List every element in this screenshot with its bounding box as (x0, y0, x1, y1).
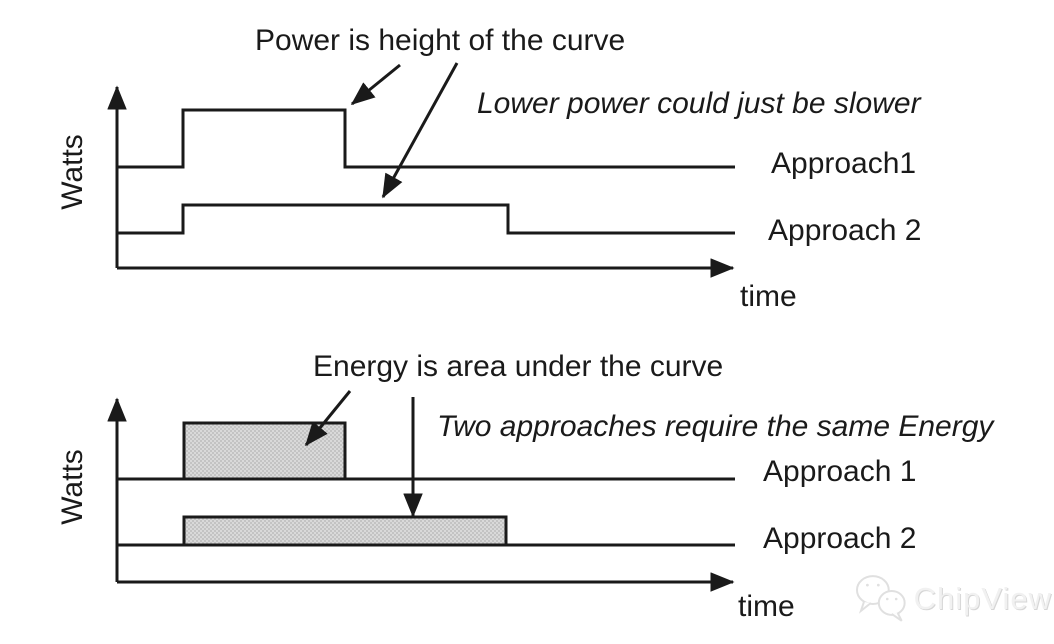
watermark-text: ChipView (913, 580, 1052, 616)
approach2-curve-top (117, 203, 735, 235)
watts-axis-label-top: Watts (56, 134, 89, 210)
power-plot (107, 62, 735, 278)
chat-bubbles-icon (855, 575, 906, 622)
energy-title: Energy is area under the curve (313, 350, 724, 383)
approach1-curve-top (117, 108, 735, 169)
approach2-label-bottom: Approach 2 (763, 522, 917, 555)
power-note: Lower power could just be slower (477, 87, 921, 120)
power-arrow-to-approach2 (381, 62, 459, 199)
watts-axis-label-bottom: Watts (56, 449, 89, 525)
power-arrow-to-approach1 (350, 63, 401, 106)
approach1-label-top: Approach1 (771, 147, 917, 180)
power-title: Power is height of the curve (255, 24, 626, 57)
time-axis-label-bottom: time (738, 590, 795, 623)
energy-area-approach1 (182, 421, 347, 481)
energy-note: Two approaches require the same Energy (437, 410, 994, 443)
energy-area-approach2 (182, 515, 508, 547)
time-axis-label-top: time (740, 280, 797, 313)
approach1-label-bottom: Approach 1 (763, 455, 917, 488)
energy-plot (107, 390, 735, 592)
approach2-label-top: Approach 2 (768, 214, 922, 247)
watermark: ChipView (852, 568, 1052, 628)
energy-arrow-to-area1 (304, 390, 352, 447)
